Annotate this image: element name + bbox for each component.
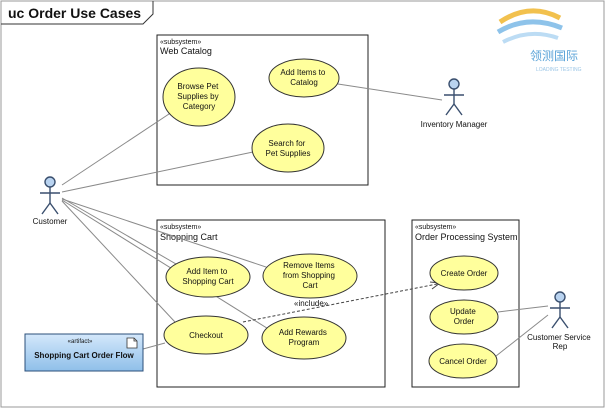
svg-text:Create Order: Create Order <box>441 269 488 278</box>
use-case-checkout[interactable]: Checkout <box>163 315 249 355</box>
stick-figure-icon <box>550 291 570 329</box>
assoc-artifact-checkout <box>142 342 166 350</box>
svg-text:Add Item to Shopping Car: Add Item to Shopping Cart <box>182 267 234 286</box>
assoc-cancel-rep <box>490 314 549 361</box>
use-case-add-items-to-catalog[interactable]: Add Items to Catalog <box>268 58 340 98</box>
svg-text:Browse Pet Supplies by: Browse Pet Supplies by Category <box>177 82 221 111</box>
assoc-customer-add-item <box>61 197 196 276</box>
assoc-customer-checkout <box>61 200 176 323</box>
svg-text:«subsystem»: «subsystem» <box>160 39 201 46</box>
svg-text:Cancel Order: Cancel Order <box>439 357 487 366</box>
use-case-search-pet-supplies[interactable]: Search for Pet Supplies <box>251 123 325 173</box>
svg-text:Checkout: Checkout <box>189 331 224 340</box>
svg-text:领测国际: 领测国际 <box>530 49 578 63</box>
stick-figure-icon <box>444 78 464 116</box>
use-case-add-rewards-program[interactable]: Add Rewards Program <box>261 316 347 360</box>
actor-customer-service-rep-label: Customer Service Rep <box>527 333 593 351</box>
actor-inventory-manager[interactable]: Inventory Manager <box>421 78 488 129</box>
assoc-customer-browse <box>61 111 173 186</box>
document-icon <box>126 337 138 349</box>
assoc-update-rep <box>497 305 549 313</box>
assoc-customer-search <box>61 151 254 193</box>
svg-text:Shopping Cart Order Flow: Shopping Cart Order Flow <box>34 351 134 360</box>
title-tab <box>1 1 154 25</box>
subsystem-shopping-cart: «subsystem» Shopping Cart <box>156 219 386 388</box>
include-label: «include» <box>294 299 329 308</box>
use-case-browse-pet-supplies[interactable]: Browse Pet Supplies by Category <box>162 67 236 127</box>
actor-inventory-manager-label: Inventory Manager <box>421 120 488 129</box>
diagram-title: uc Order Use Cases <box>8 5 141 21</box>
svg-text:Search for Pet Supplies: Search for Pet Supplies <box>266 139 311 158</box>
svg-text:«subsystem»: «subsystem» <box>415 224 456 231</box>
svg-text:Add Items to Catalog: Add Items to Catalog <box>280 68 327 87</box>
svg-text:LOADING TESTING: LOADING TESTING <box>536 67 582 73</box>
svg-text:«subsystem»: «subsystem» <box>160 224 201 231</box>
use-case-create-order[interactable]: Create Order <box>429 255 499 291</box>
use-case-update-order[interactable]: Update Order <box>429 299 499 335</box>
stick-figure-icon <box>40 176 60 215</box>
assoc-customer-remove-items <box>61 198 291 276</box>
use-case-add-item-to-shopping-cart[interactable]: Add Item to Shopping Cart <box>165 256 251 298</box>
artifact-shopping-cart-order-flow[interactable]: «artifact» Shopping Cart Order Flow <box>24 333 144 372</box>
svg-text:Shopping Cart: Shopping Cart <box>160 232 218 242</box>
associations <box>61 83 549 361</box>
svg-text:Update Order: Update Order <box>450 307 478 326</box>
assoc-catalog-inventory-manager <box>337 83 443 101</box>
watermark-logo: 领测国际 LOADING TESTING <box>496 8 582 73</box>
svg-text:Order Processing System: Order Processing System <box>415 232 518 242</box>
actor-customer[interactable]: Customer <box>33 176 68 226</box>
svg-text:Web Catalog: Web Catalog <box>160 46 212 56</box>
svg-text:«artifact»: «artifact» <box>68 339 93 345</box>
use-case-cancel-order[interactable]: Cancel Order <box>428 343 498 379</box>
actor-customer-label: Customer <box>33 217 68 226</box>
svg-text:Add Rewards Program: Add Rewards Program <box>279 328 329 347</box>
svg-text:Remove Items from Shoppi: Remove Items from Shopping Cart <box>283 261 337 290</box>
assoc-customer-rewards <box>61 199 271 331</box>
use-case-remove-items-from-cart[interactable]: Remove Items from Shopping Cart <box>262 253 358 299</box>
actor-customer-service-rep[interactable]: Customer Service Rep <box>527 291 593 351</box>
